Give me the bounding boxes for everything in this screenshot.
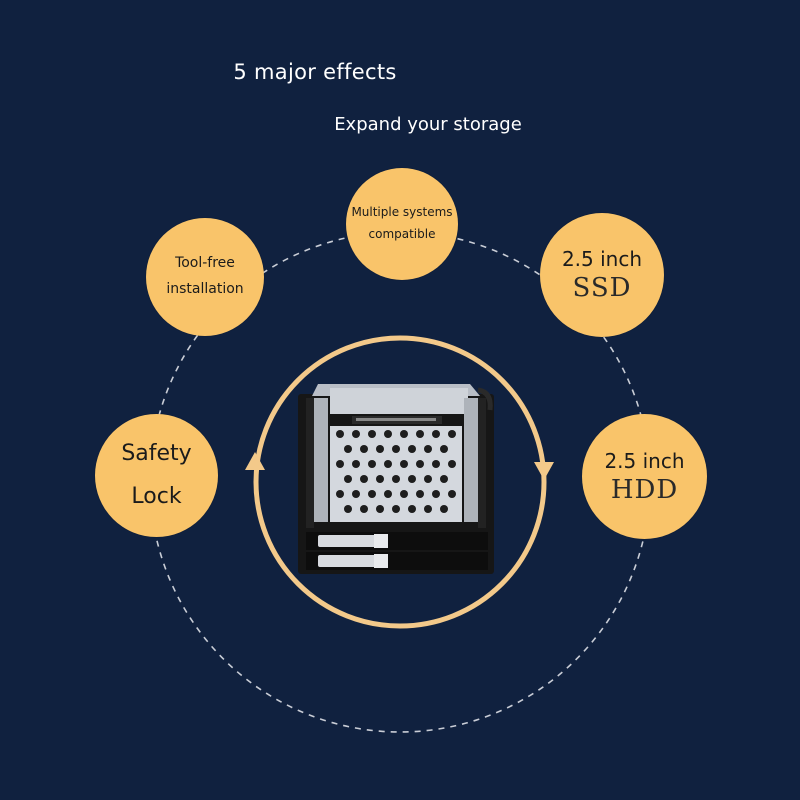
tray-hole: [352, 490, 360, 498]
tray-hole: [360, 445, 368, 453]
feature-ssd: 2.5 inch SSD: [540, 213, 664, 337]
feature-multiple-systems-line2: compatible: [368, 227, 436, 241]
tray-hole: [408, 505, 416, 513]
tray-hole: [344, 505, 352, 513]
tray-hole: [376, 475, 384, 483]
tray-hole: [368, 430, 376, 438]
tray-hole: [384, 430, 392, 438]
tray-hole: [376, 445, 384, 453]
tray-hole: [440, 505, 448, 513]
tray-hole: [376, 505, 384, 513]
tray-hole: [416, 490, 424, 498]
feature-multiple-systems-line1: Multiple systems: [351, 205, 453, 220]
tray-hole: [392, 505, 400, 513]
feature-tool-free: Tool-free installation: [146, 218, 264, 336]
feature-hdd-size: 2.5 inch: [604, 448, 685, 473]
page-subtitle: Expand your storage: [334, 114, 522, 135]
tray-hole: [344, 475, 352, 483]
tray-hole: [432, 430, 440, 438]
tray-hole: [384, 460, 392, 468]
feature-tool-free-line2: installation: [166, 281, 244, 297]
feature-ssd-type: SSD: [572, 273, 632, 304]
tray-hole: [424, 445, 432, 453]
tray-hole: [400, 460, 408, 468]
feature-multiple-systems: Multiple systems compatible: [346, 168, 458, 280]
tray-hole: [432, 460, 440, 468]
hdd-enclosure-image: [298, 384, 494, 574]
tray-hole: [392, 445, 400, 453]
feature-hdd-type: HDD: [610, 474, 679, 505]
tray-hole: [360, 505, 368, 513]
tray-hole: [336, 430, 344, 438]
tray-hole: [440, 475, 448, 483]
tray-hole: [352, 430, 360, 438]
feature-safety-lock: Safety Lock: [95, 414, 218, 537]
feature-safety-lock-line2: Lock: [131, 483, 182, 509]
feature-hdd: 2.5 inch HDD: [582, 414, 707, 539]
tray-hole: [368, 460, 376, 468]
tray-hole: [344, 445, 352, 453]
tray-hole: [432, 490, 440, 498]
tray-hole: [336, 490, 344, 498]
feature-tool-free-line1: Tool-free: [175, 255, 235, 272]
ring-arrow-left: [245, 452, 265, 470]
tray-hole: [448, 430, 456, 438]
tray-hole: [416, 460, 424, 468]
tray-hole: [408, 475, 416, 483]
tray-hole: [352, 460, 360, 468]
tray-hole: [384, 490, 392, 498]
ring-arrow-right: [534, 462, 554, 480]
tray-hole: [408, 445, 416, 453]
feature-safety-lock-line1: Safety: [121, 440, 192, 466]
tray-hole: [424, 475, 432, 483]
feature-ssd-size: 2.5 inch: [561, 247, 643, 272]
tray-hole: [416, 430, 424, 438]
tray-hole: [448, 490, 456, 498]
tray-hole: [368, 490, 376, 498]
tray-hole: [392, 475, 400, 483]
tray-hole: [448, 460, 456, 468]
tray-hole: [400, 490, 408, 498]
inner-cycle-ring: [253, 335, 547, 629]
page-title: 5 major effects: [233, 60, 397, 84]
tray-hole: [440, 445, 448, 453]
tray-hole: [400, 430, 408, 438]
tray-hole: [336, 460, 344, 468]
tray-hole: [424, 505, 432, 513]
tray-hole: [360, 475, 368, 483]
